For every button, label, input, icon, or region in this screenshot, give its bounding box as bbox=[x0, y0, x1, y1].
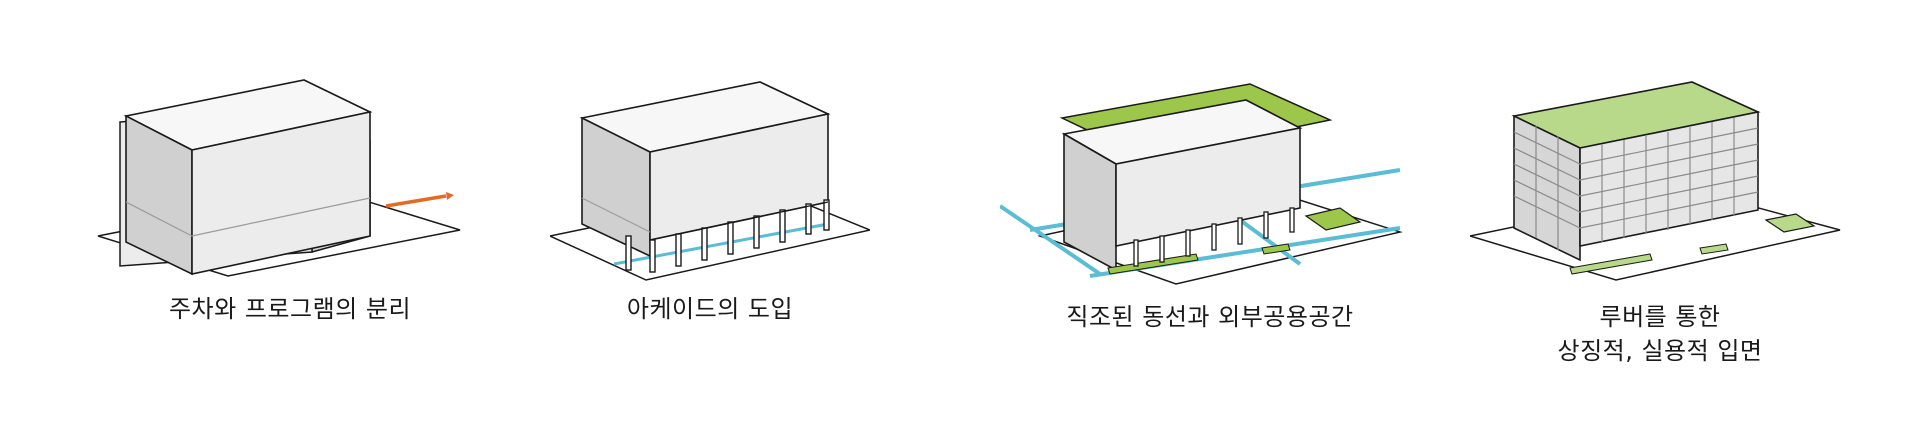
panel-arcade: 아케이드의 도입 bbox=[550, 0, 870, 425]
panel-louver: 루버를 통한 상징적, 실용적 입면 bbox=[1470, 0, 1850, 425]
caption-3: 직조된 동선과 외부공용공간 bbox=[1000, 300, 1420, 334]
caption-1: 주차와 프로그램의 분리 bbox=[90, 292, 490, 326]
separation-diagram bbox=[97, 79, 461, 277]
circulation-diagram bbox=[1000, 83, 1403, 285]
panel-woven-circulation: 직조된 동선과 외부공용공간 bbox=[1000, 0, 1420, 425]
panel-separation: 주차와 프로그램의 분리 bbox=[90, 0, 490, 425]
caption-4: 루버를 통한 상징적, 실용적 입면 bbox=[1470, 300, 1850, 368]
caption-line: 주차와 프로그램의 분리 bbox=[168, 295, 412, 323]
arcade-diagram bbox=[550, 81, 870, 281]
caption-line: 상징적, 실용적 입면 bbox=[1557, 337, 1763, 365]
louver-diagram bbox=[1470, 81, 1841, 281]
arcade-columns bbox=[625, 199, 830, 273]
caption-line: 직조된 동선과 외부공용공간 bbox=[1066, 303, 1354, 331]
caption-2: 아케이드의 도입 bbox=[550, 292, 870, 326]
caption-line: 아케이드의 도입 bbox=[626, 295, 794, 323]
green-strip bbox=[1107, 253, 1199, 275]
box-right bbox=[191, 111, 371, 275]
louver-grid bbox=[1513, 118, 1759, 250]
caption-line: 루버를 통한 bbox=[1599, 303, 1721, 331]
split-line bbox=[125, 197, 371, 237]
orange-path bbox=[385, 194, 447, 208]
green-patch bbox=[1304, 207, 1362, 231]
